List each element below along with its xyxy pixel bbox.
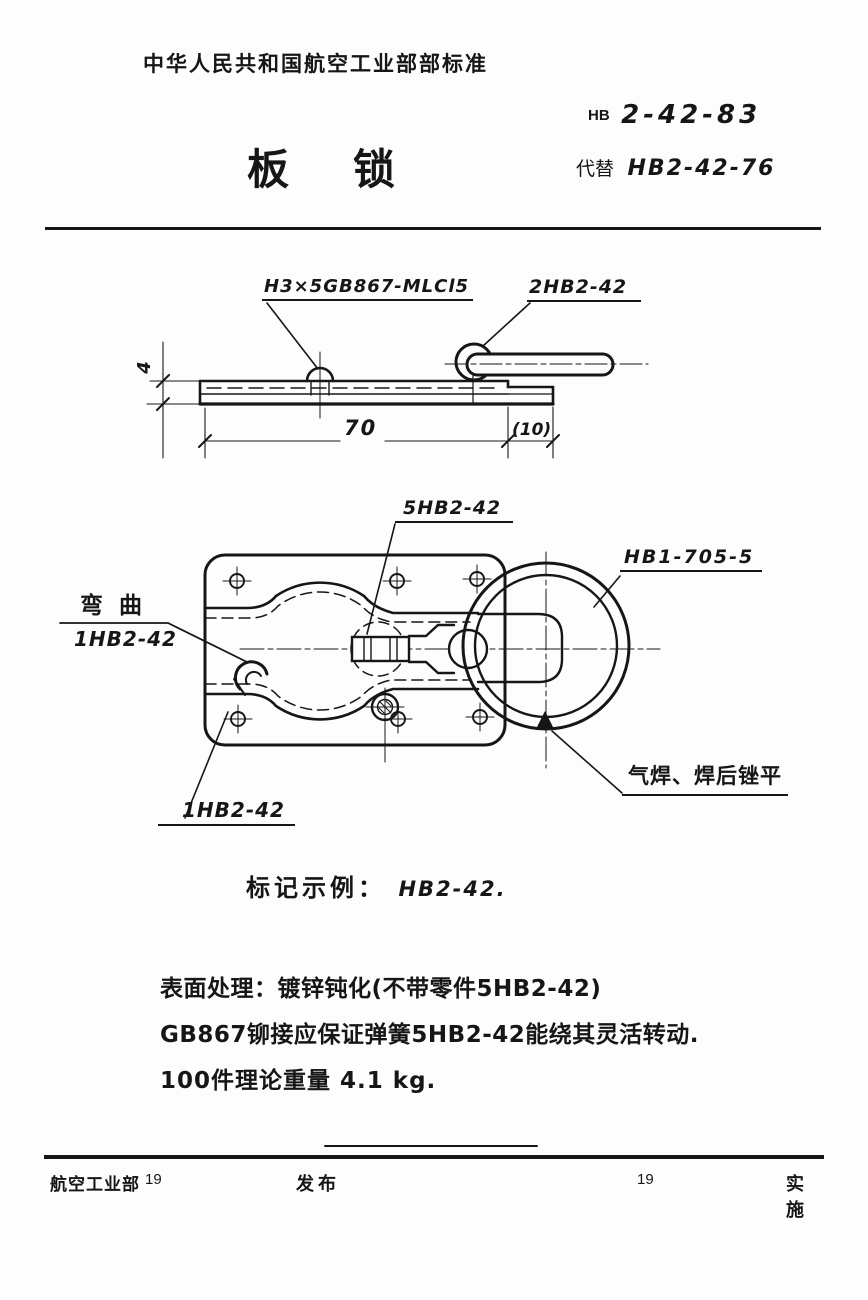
leader-handle-part bbox=[482, 302, 531, 347]
label-bend-part: 1HB2-42 bbox=[74, 627, 177, 651]
standard-number: HB 2-42-83 bbox=[588, 100, 761, 130]
replaces-code: HB2-42-76 bbox=[627, 156, 776, 181]
leader-spring-part bbox=[366, 523, 396, 635]
footer-row: 航空工业部 19 发布 19 实施 bbox=[44, 1170, 824, 1220]
latch-tongue bbox=[476, 612, 564, 684]
label-rivet-spec: H3×5GB867-MLCl5 bbox=[262, 276, 474, 301]
header-rule bbox=[45, 227, 821, 230]
weld-marker bbox=[536, 711, 554, 729]
page-title: 板锁 bbox=[247, 145, 460, 194]
footer-impl-label: 实施 bbox=[786, 1174, 806, 1220]
base-plate-outline bbox=[203, 553, 507, 747]
cover-contour bbox=[203, 581, 480, 721]
standard-code: 2-42-83 bbox=[621, 100, 762, 130]
leader-plate-part bbox=[184, 711, 229, 819]
rivet-gb867 bbox=[365, 692, 405, 722]
leader-bend-label bbox=[59, 622, 248, 663]
label-plate-part: 1HB2-42 bbox=[158, 798, 295, 826]
marking-value: HB2-42. bbox=[398, 877, 507, 901]
footer-issuer: 航空工业部 bbox=[50, 1175, 140, 1194]
side-view-drawing bbox=[146, 302, 649, 459]
label-spring-part: 5HB2-42 bbox=[395, 497, 514, 523]
replaces-line: 代替 HB2-42-76 bbox=[576, 154, 775, 181]
dim-length-lines bbox=[198, 406, 560, 459]
marking-label: 标记示例： bbox=[246, 874, 386, 902]
plan-view-drawing bbox=[59, 523, 661, 819]
leader-rivet-spec bbox=[266, 302, 319, 370]
rivet-dome bbox=[305, 351, 335, 419]
label-bend-cn: 弯曲 bbox=[80, 593, 158, 619]
dim-height-value: 4 bbox=[133, 361, 155, 374]
latch-mechanism bbox=[350, 621, 489, 677]
mounting-holes bbox=[222, 564, 495, 734]
footer-rule bbox=[44, 1155, 824, 1159]
footer-issue-label: 发布 bbox=[296, 1174, 340, 1194]
leader-weld-note bbox=[551, 730, 623, 794]
note-theoretical-weight: 100件理论重量 4.1 kg. bbox=[160, 1068, 437, 1094]
replaces-label: 代替 bbox=[576, 158, 615, 180]
label-weld-note: 气焊、焊后锉平 bbox=[622, 760, 788, 796]
note-surface-treatment: 表面处理：镀锌钝化(不带零件5HB2-42) bbox=[160, 976, 602, 1002]
label-ring-part: HB1-705-5 bbox=[620, 546, 763, 572]
note-rivet-requirement: GB867铆接应保证弹簧5HB2-42能绕其灵活转动. bbox=[160, 1022, 699, 1048]
bent-hook bbox=[233, 660, 269, 696]
dim-height-lines bbox=[146, 341, 201, 459]
notes-block: 表面处理：镀锌钝化(不带零件5HB2-42) GB867铆接应保证弹簧5HB2-… bbox=[160, 966, 760, 1104]
dim-length-value: 70 bbox=[344, 416, 378, 440]
document-header: 中华人民共和国航空工业部部标准 bbox=[143, 53, 488, 76]
standard-prefix: HB bbox=[588, 107, 610, 124]
marking-example: 标记示例： HB2-42. bbox=[246, 868, 507, 903]
bar-plate bbox=[198, 379, 555, 406]
label-handle-part: 2HB2-42 bbox=[527, 276, 642, 302]
dim-offset-value: (10) bbox=[512, 420, 552, 440]
footer-impl-year: 19 bbox=[637, 1171, 654, 1188]
footer-issue-year: 19 bbox=[145, 1171, 162, 1188]
